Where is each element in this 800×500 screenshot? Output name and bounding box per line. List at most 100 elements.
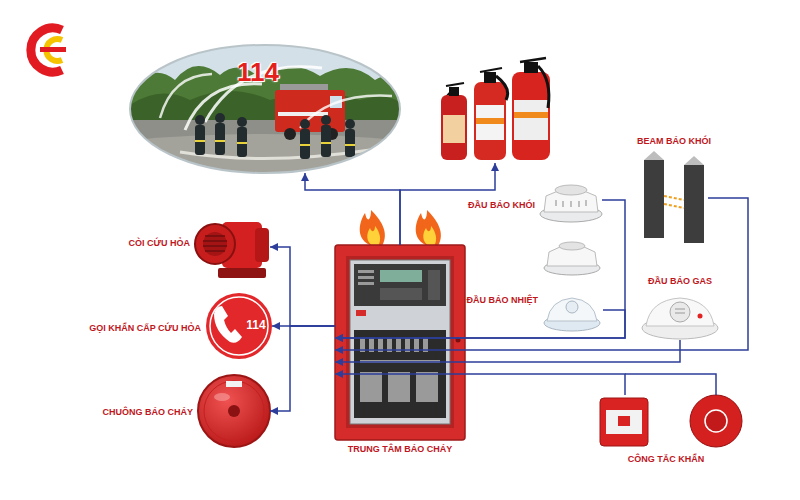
gas-detector [670,302,690,322]
firefighter-photo [195,140,355,146]
gas-detector-node: ĐẦU BÁO GAS [640,290,720,340]
fire-control-panel [428,270,440,300]
firefighter-photo [215,123,225,155]
fire-extinguishers [441,58,550,160]
firefighter-photo [280,84,328,90]
firefighter-photo [321,142,331,144]
smoke-detector-node: ĐẦU BÁO KHÓI [540,178,602,223]
gas-detector [698,314,703,319]
device-label: CÔNG TẮC KHẨN [628,454,705,464]
device-label: ĐẦU BÁO GAS [648,276,712,286]
signal-connector [335,200,625,338]
siren-icon [195,222,269,278]
firefighter-photo [278,112,328,116]
signal-connector [270,326,335,411]
smoke-detector [578,201,579,207]
fire-extinguishers [538,66,549,108]
fire-control-panel [380,270,422,282]
firefighter-photo [130,45,400,175]
firefighter-photo [195,113,355,159]
fire-extinguishers [476,105,504,140]
fire-control-panel [358,270,374,273]
fire-extinguishers [514,100,548,140]
manual-call-point [705,410,727,432]
fire-control-panel [335,245,465,440]
siren-icon [195,224,235,264]
fire-extinguishers [484,72,496,83]
beam-detector [664,196,684,200]
firefighter-photo [300,129,310,159]
flame-icon [416,210,441,246]
firefighter-photo [300,119,310,129]
call-point-node: CÔNG TẮC KHẨN [598,395,746,450]
firefighter-photo [345,119,355,129]
flame-icon [360,210,385,246]
signal-connector [270,247,335,326]
gas-detector [675,309,685,310]
signal-connector [335,374,625,395]
siren-icon [203,232,227,256]
beam-detector [644,160,664,238]
manual-call-point [690,395,742,447]
manual-call-point [618,416,630,426]
heat-detector [559,242,585,250]
bell-icon [228,405,240,417]
number-text: 114 [237,58,279,88]
firefighter-photo [195,115,205,125]
gas-detector [675,313,685,314]
smoke-detector [555,185,587,195]
firefighter-photo [284,128,296,140]
firefighter-photo [237,117,247,127]
siren-icon [205,250,225,252]
photo-border [130,45,400,173]
firefighter-photo [215,113,225,123]
smoke-detector [540,185,602,222]
fire-control-panel [346,256,454,428]
fire-control-panel [354,264,446,306]
gas-detector [642,298,718,339]
siren-icon [203,236,227,251]
fire-extinguishers [520,58,546,62]
beam-detector [644,151,664,160]
firefighter-photo [215,140,225,142]
smoke-detector [570,201,571,207]
phone-node: 114GỌI KHẨN CẤP CỨU HỎA [206,293,272,359]
flame-icon [423,226,436,246]
company-logo [31,28,66,72]
firefighter-photo [275,90,345,132]
firefighter-photo [185,84,262,130]
manual-call-point [600,395,742,447]
firefighter-photo [237,142,247,144]
fire-extinguishers [512,72,550,160]
manual-call-point [600,398,648,446]
fire-control-panel [360,338,440,402]
device-label: ĐẦU BÁO KHÓI [468,200,535,210]
fire-control-panel [335,245,465,440]
siren-icon [255,228,269,262]
device-label: ĐẦU BÁO NHIỆT [467,295,539,305]
smoke-detector [562,201,563,207]
signal-connector [305,173,400,245]
fire-control-panel [358,276,374,279]
beam-detector [684,165,704,243]
firefighter-photo [300,144,310,146]
beam-detector [684,156,704,165]
fire-extinguishers [524,62,538,73]
number-text: 114 [246,319,265,333]
siren-icon [203,245,227,247]
panel-node: TRUNG TÂM BÁO CHÁY [335,245,465,440]
fire-extinguishers [480,68,502,72]
heat-detector-node: ĐẦU BÁO NHIỆT [543,235,603,332]
heat-detector [566,301,578,313]
fire-control-panel [380,288,422,300]
input-wire [625,374,716,395]
bell-icon [204,381,264,441]
fire-control-panel [350,260,450,424]
fire-extinguishers [441,95,467,160]
siren-icon [205,235,225,237]
bell-icon [226,381,242,387]
firefighter-photo [345,144,355,146]
smoke-detector [555,200,556,206]
